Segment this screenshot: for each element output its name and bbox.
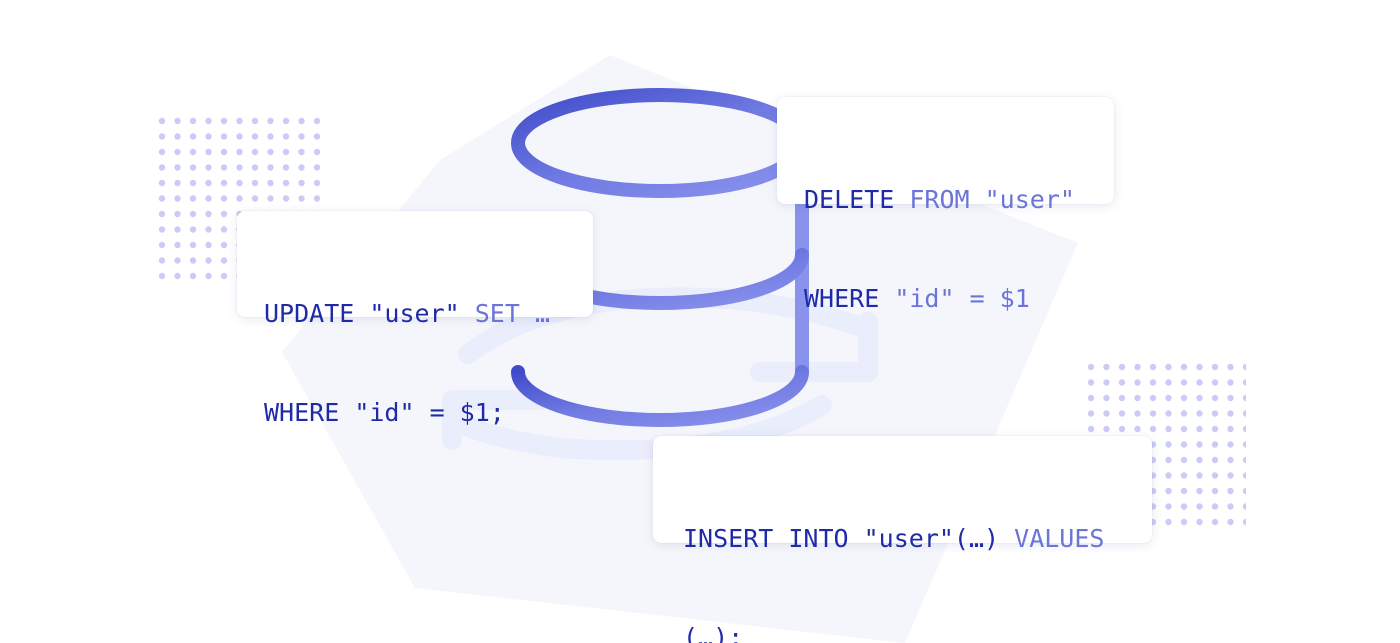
sql-clause: FROM "user" [909,185,1075,214]
sql-keyword: WHERE [804,284,880,313]
sql-keyword: INSERT INTO "user"(…) [683,524,1000,553]
code-space [879,284,894,313]
code-line: INSERT INTO "user"(…) VALUES [683,522,1152,555]
code-space [894,185,909,214]
sql-delete-card: DELETE FROM "user" WHERE "id" = $1 [777,97,1114,313]
sql-keyword: UPDATE [264,299,355,328]
code-space [339,398,354,427]
sql-keyword: WHERE [264,398,340,427]
sql-table-name: "user" [369,299,460,328]
code-line: UPDATE "user" SET … [264,297,593,330]
code-space [354,299,369,328]
sql-insert-card: INSERT INTO "user"(…) VALUES (…); [653,436,1152,643]
code-line: WHERE "id" = $1 [804,282,1114,315]
sql-condition: "id" = $1; [354,398,505,427]
sql-keyword: DELETE [804,185,895,214]
code-space [999,524,1014,553]
code-line: WHERE "id" = $1; [264,396,593,429]
code-line: DELETE FROM "user" [804,183,1114,216]
sql-update-card: UPDATE "user" SET … WHERE "id" = $1; [237,211,593,427]
sql-condition: "id" = $1 [894,284,1030,313]
sql-values: (…); [683,623,744,643]
sql-clause: VALUES [1014,524,1105,553]
code-space [460,299,475,328]
code-line: (…); [683,621,1152,643]
sql-clause: SET … [474,299,551,328]
